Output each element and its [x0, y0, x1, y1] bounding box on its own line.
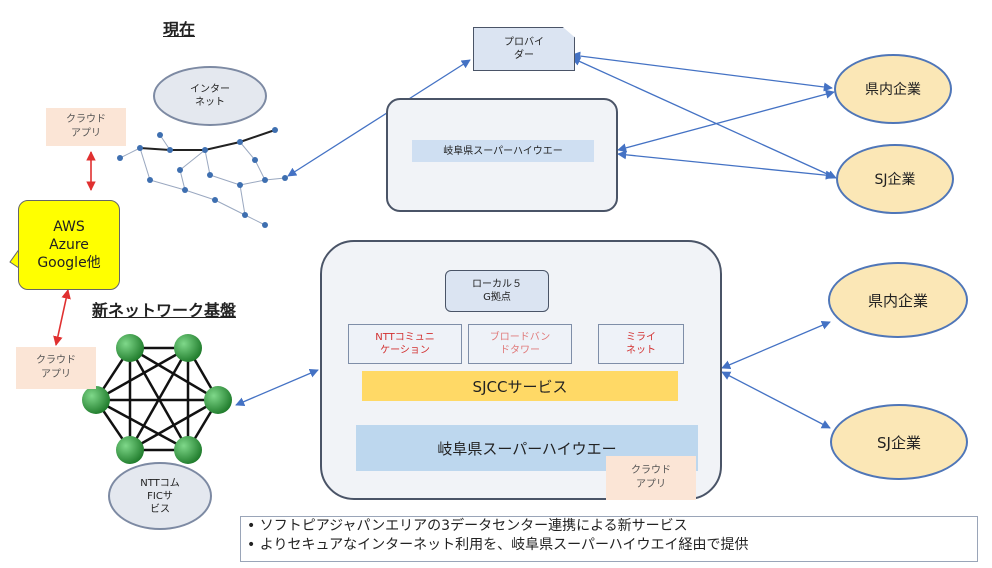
internet-network-graph — [119, 129, 286, 226]
company-kennai-top-label: 県内企業 — [865, 82, 921, 98]
note-item: • よりセキュアなインターネット利用を、岐阜県スーパーハイウエイ経由で提供 — [247, 537, 749, 553]
provider-mirai-net: ミライ ネット — [598, 324, 684, 364]
company-sj-top: SJ企業 — [836, 144, 954, 214]
ntt-fic-ellipse: NTTコム FICサ ビス — [108, 462, 212, 530]
cloud-app-left-label: クラウド アプリ — [36, 355, 76, 380]
current-highway-label: 岐阜県スーパーハイウエー — [412, 140, 594, 162]
company-kennai-top: 県内企業 — [834, 54, 952, 124]
arrow-platform-kennai — [721, 321, 831, 369]
ntt-fic-label: NTTコム FICサ ビス — [140, 477, 180, 515]
cloud-provider-callout: AWS Azure Google他 — [18, 200, 120, 290]
arrow-aws-cloud — [53, 289, 71, 346]
note-text-2: よりセキュアなインターネット利用を、岐阜県スーパーハイウエイ経由で提供 — [259, 537, 749, 553]
internet-network-nodes — [117, 127, 288, 228]
new-highway-bar: 岐阜県スーパーハイウエー — [356, 425, 698, 471]
provider-ntt-label: NTTコミュニ ケーション — [375, 332, 435, 356]
cloud-app-left: クラウド アプリ — [16, 347, 96, 389]
company-sj-bottom: SJ企業 — [830, 404, 968, 480]
company-sj-bottom-label: SJ企業 — [877, 433, 921, 452]
arrow-internet-provider — [287, 59, 471, 177]
cloud-app-box: クラウド アプリ — [606, 456, 696, 500]
mesh-network — [82, 334, 232, 464]
provider-bbtower-label: ブロードバン ドタワー — [489, 332, 551, 356]
local5g-label: ローカル５ G拠点 — [472, 279, 522, 303]
note-text-1: ソフトピアジャパンエリアの3データセンター連携による新サービス — [259, 518, 688, 534]
provider-ntt-communication: NTTコミュニ ケーション — [348, 324, 462, 364]
provider-mirai-label: ミライ ネット — [626, 332, 656, 356]
internet-label: インター ネット — [190, 84, 230, 108]
cloud-app-box-label: クラウド アプリ — [631, 465, 671, 490]
cloud-app-top-label: クラウド アプリ — [66, 114, 106, 139]
cloud-app-top: クラウド アプリ — [46, 108, 126, 146]
provider-label: プロバイ ダー — [504, 37, 544, 61]
local5g-box: ローカル５ G拠点 — [445, 270, 549, 312]
provider-box: プロバイ ダー — [473, 27, 575, 71]
cloud-provider-label: AWS Azure Google他 — [37, 219, 101, 271]
arrow-highway-sj — [617, 150, 835, 180]
arrow-highway-kennai — [617, 89, 835, 153]
arrow-platform-sj — [721, 371, 831, 429]
company-kennai-bottom: 県内企業 — [828, 262, 968, 338]
note-item: • ソフトピアジャパンエリアの3データセンター連携による新サービス — [247, 518, 688, 534]
internet-ellipse: インター ネット — [153, 66, 267, 126]
notes-box: • ソフトピアジャパンエリアの3データセンター連携による新サービス • よりセキ… — [240, 516, 978, 562]
company-sj-top-label: SJ企業 — [874, 172, 916, 188]
company-kennai-bottom-label: 県内企業 — [867, 291, 928, 310]
arrow-fic-platform — [235, 369, 319, 406]
heading-new-network: 新ネットワーク基盤 — [92, 301, 237, 320]
sjcc-service-bar: SJCCサービス — [362, 371, 678, 401]
heading-current: 現在 — [163, 20, 196, 39]
arrow-provider-kennai — [571, 51, 833, 92]
provider-broadband-tower: ブロードバン ドタワー — [468, 324, 572, 364]
